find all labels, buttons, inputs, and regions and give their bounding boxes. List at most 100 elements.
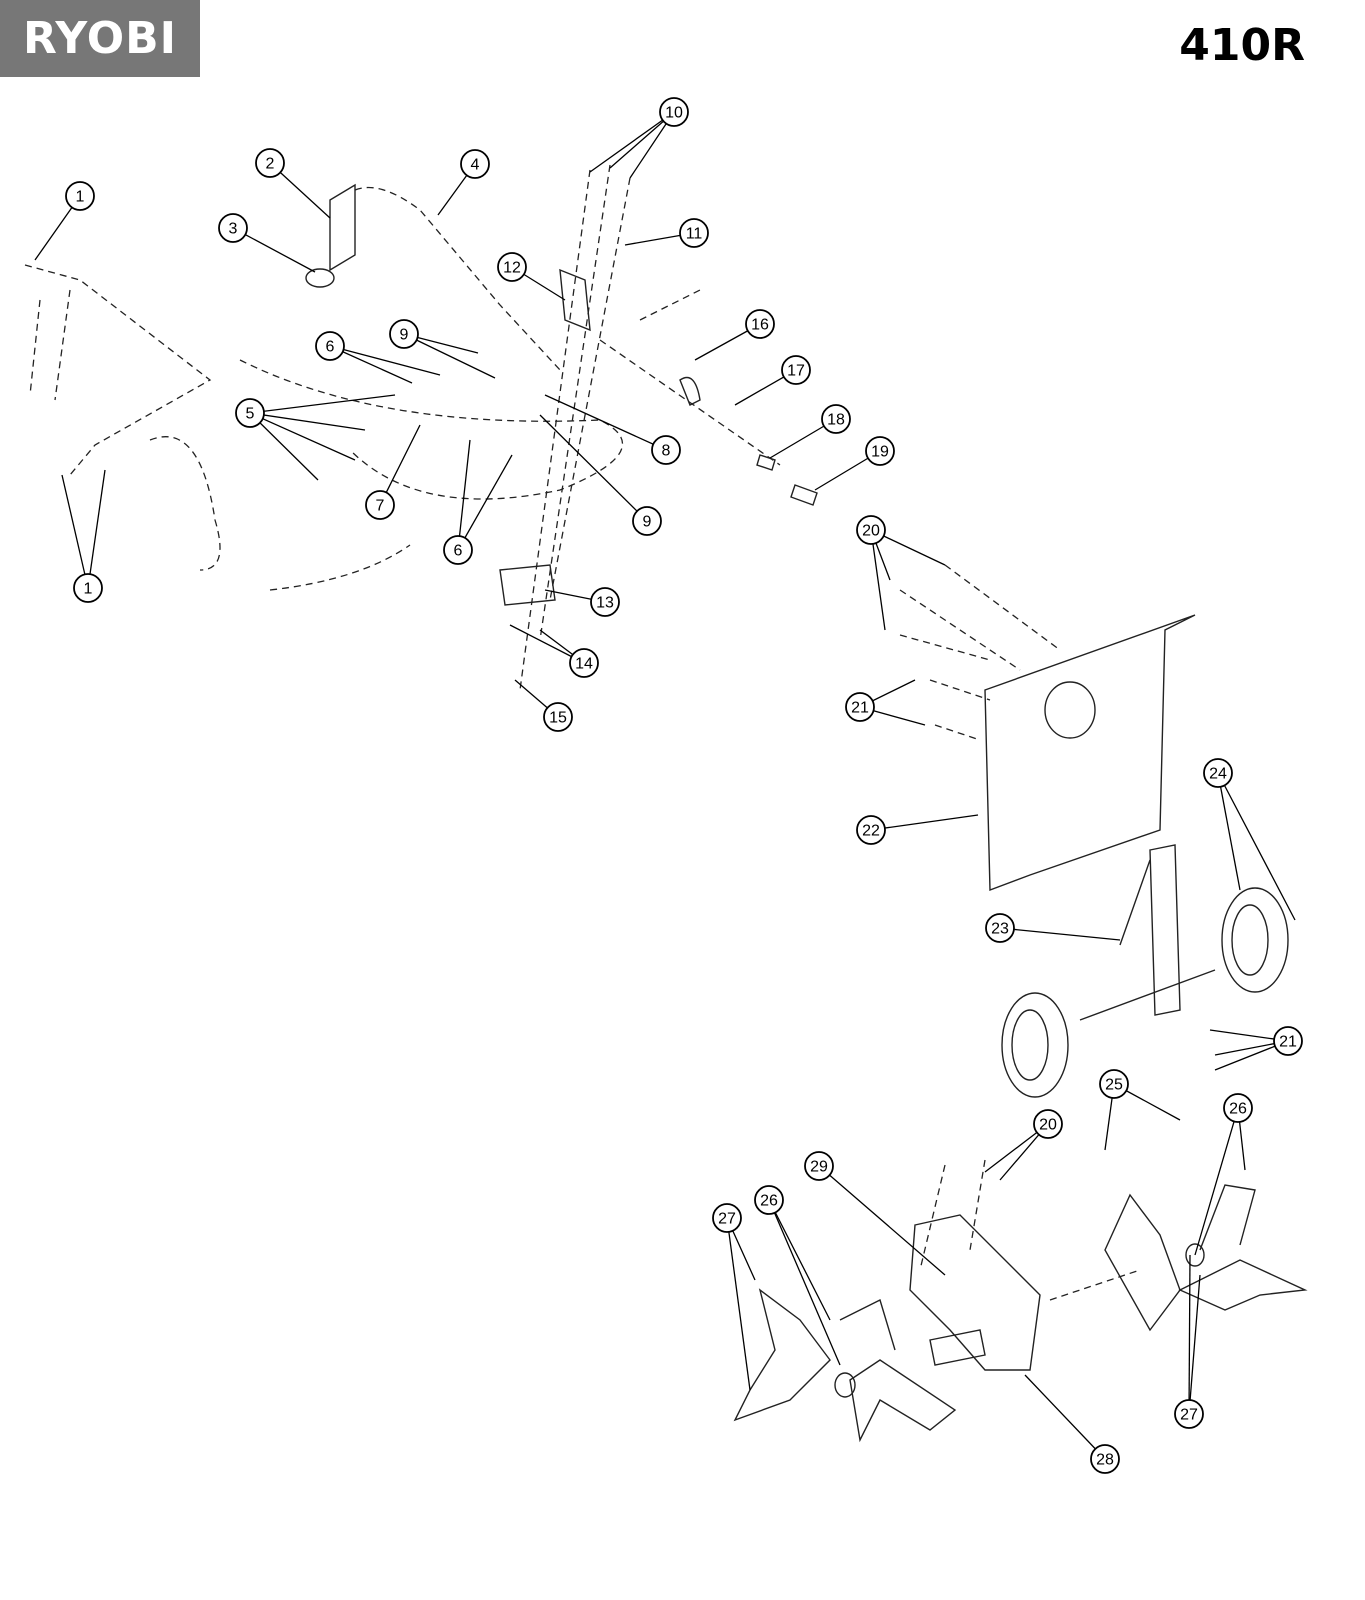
leader-line [1024, 1374, 1106, 1460]
callout-number: 20 [1039, 1117, 1057, 1134]
leader-lines [34, 111, 1296, 1460]
part-outlines [24, 164, 1308, 1443]
callout-22: 22 [856, 815, 886, 845]
leader-line [457, 454, 513, 551]
leader-line [544, 394, 667, 451]
callout-circle [218, 213, 248, 243]
callout-circle [73, 573, 103, 603]
callout-2: 2 [255, 148, 285, 178]
callout-number: 6 [454, 543, 463, 560]
callout-circle [1099, 1069, 1129, 1099]
callout-number: 27 [718, 1211, 736, 1228]
callout-circle [985, 913, 1015, 943]
callout-25: 25 [1099, 1069, 1129, 1099]
callout-circle [1273, 1026, 1303, 1056]
callout-21: 21 [845, 692, 875, 722]
callout-20: 20 [856, 515, 886, 545]
callout-1: 1 [73, 573, 103, 603]
callout-number: 19 [871, 444, 889, 461]
callout-number: 28 [1096, 1452, 1114, 1469]
callout-number: 1 [84, 581, 93, 598]
callout-circle [255, 148, 285, 178]
callout-27: 27 [712, 1203, 742, 1233]
callout-number: 7 [376, 498, 385, 515]
callout-circle [365, 490, 395, 520]
callout-28: 28 [1090, 1444, 1120, 1474]
leader-line [379, 424, 421, 506]
model-number: 410R [1179, 20, 1305, 71]
callout-circle [497, 252, 527, 282]
callout-circle [443, 535, 473, 565]
callout-circle [651, 435, 681, 465]
leader-line [870, 529, 886, 631]
callout-29: 29 [804, 1151, 834, 1181]
callout-15: 15 [543, 702, 573, 732]
callout-19: 19 [865, 436, 895, 466]
callout-circle [1203, 758, 1233, 788]
leader-line [87, 469, 106, 589]
callout-circle [781, 355, 811, 385]
callout-number: 21 [1279, 1034, 1297, 1051]
callout-number: 15 [549, 710, 567, 727]
callout-circle [845, 692, 875, 722]
callout-number: 12 [503, 260, 521, 277]
callout-number: 26 [760, 1193, 778, 1210]
leader-line [249, 412, 366, 431]
callout-number: 5 [246, 406, 255, 423]
leader-line [249, 412, 319, 481]
callout-number: 13 [596, 595, 614, 612]
leader-line [726, 1217, 751, 1391]
callout-4: 4 [460, 149, 490, 179]
ryobi-logo: RYOBI [0, 0, 200, 77]
callout-20: 20 [1033, 1109, 1063, 1139]
callout-3: 3 [218, 213, 248, 243]
callout-9: 9 [389, 319, 419, 349]
callout-12: 12 [497, 252, 527, 282]
leader-line [999, 927, 1121, 941]
callout-10: 10 [659, 97, 689, 127]
callout-24: 24 [1203, 758, 1233, 788]
callout-circle [460, 149, 490, 179]
callout-circle [712, 1203, 742, 1233]
callout-circle [856, 515, 886, 545]
leader-line [329, 345, 413, 384]
callout-27: 27 [1174, 1399, 1204, 1429]
callout-circle [865, 436, 895, 466]
leader-line [768, 1199, 841, 1366]
leader-line [1217, 772, 1296, 921]
callout-number: 16 [751, 317, 769, 334]
callout-circle [543, 702, 573, 732]
callout-number: 29 [810, 1159, 828, 1176]
callout-number: 11 [686, 226, 703, 243]
callout-circle [856, 815, 886, 845]
callout-circle [1090, 1444, 1120, 1474]
callout-number: 4 [471, 157, 480, 174]
callout-number: 2 [266, 156, 275, 173]
callout-6: 6 [315, 331, 345, 361]
leader-line [818, 1165, 946, 1276]
callout-circle [804, 1151, 834, 1181]
callout-circle [65, 181, 95, 211]
leader-line [329, 345, 441, 376]
leader-line [61, 474, 89, 589]
callout-9: 9 [632, 506, 662, 536]
callout-11: 11 [679, 218, 709, 248]
callout-number: 9 [643, 514, 652, 531]
callout-5: 5 [235, 398, 265, 428]
callout-circle [1223, 1093, 1253, 1123]
leader-line [1194, 1107, 1239, 1256]
brand-name: RYOBI [22, 13, 178, 64]
callout-number: 25 [1105, 1077, 1123, 1094]
callout-23: 23 [985, 913, 1015, 943]
leader-line [403, 333, 496, 379]
leader-line [1217, 772, 1241, 891]
callout-21: 21 [1273, 1026, 1303, 1056]
callout-17: 17 [781, 355, 811, 385]
leader-line [589, 111, 675, 173]
callout-circle [315, 331, 345, 361]
callout-number: 17 [787, 363, 805, 380]
callout-number: 23 [991, 921, 1009, 938]
callout-26: 26 [1223, 1093, 1253, 1123]
